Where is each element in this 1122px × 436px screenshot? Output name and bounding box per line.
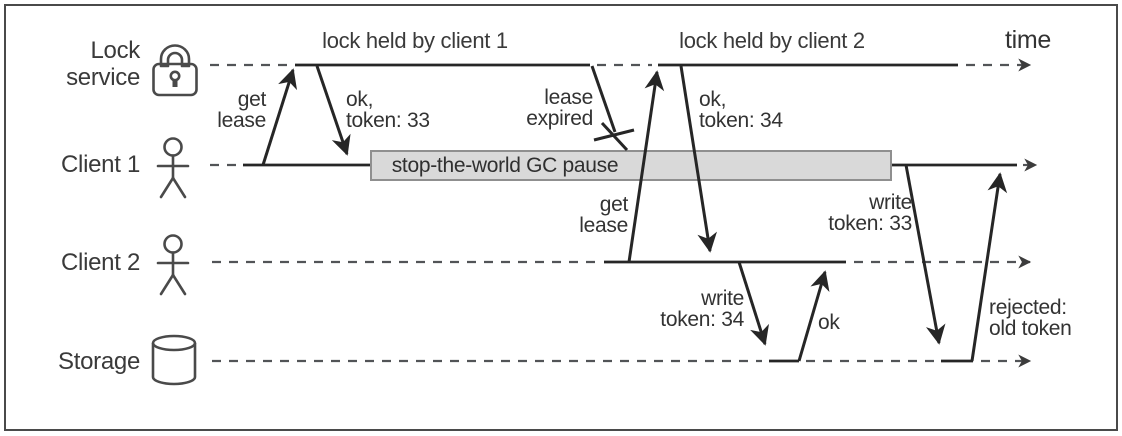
- arrow-write-ok: [797, 270, 830, 362]
- lane-label-lock-service: Lock service: [66, 37, 140, 91]
- write-ok-label: ok: [818, 311, 840, 334]
- rejected-old-token-label: rejected: old token: [989, 296, 1072, 340]
- write-token-33-label: write token: 33: [828, 191, 912, 235]
- lane-label-client-2: Client 2: [61, 249, 140, 276]
- lease-expired-line: [590, 65, 617, 133]
- time-axis-label: time: [1004, 26, 1052, 54]
- person-icon: [156, 234, 190, 296]
- write-token-34-label: write token: 34: [660, 287, 744, 331]
- get-lease-2-label: get lease: [579, 193, 628, 237]
- arrow-write-token-33: [904, 164, 946, 345]
- database-icon: [151, 334, 197, 386]
- gc-pause-box: [370, 150, 892, 181]
- arrow-get-lease-client-2: [627, 70, 665, 263]
- get-lease-1-label: get lease: [217, 88, 266, 132]
- padlock-icon: [152, 44, 198, 97]
- lane-label-storage: Storage: [58, 348, 140, 375]
- arrow-ok-token-33: [315, 65, 351, 156]
- arrow-write-token-34: [737, 261, 769, 346]
- ok-token-34-label: ok, token: 34: [699, 88, 783, 132]
- lock-held-by-client-2-label: lock held by client 2: [679, 28, 865, 53]
- arrow-get-lease-client-1: [261, 68, 298, 166]
- lease-expired-cross-2: [600, 121, 629, 152]
- arrow-rejected-old-token: [970, 172, 1008, 362]
- gc-pause-label: stop-the-world GC pause: [391, 154, 619, 177]
- person-icon: [156, 137, 190, 199]
- lane-label-client-1: Client 1: [61, 151, 140, 178]
- lock-held-by-client-1-label: lock held by client 1: [322, 28, 508, 53]
- lease-expired-label: lease expired: [526, 86, 593, 130]
- ok-token-33-label: ok, token: 33: [346, 88, 430, 132]
- arrow-ok-token-34: [679, 65, 717, 253]
